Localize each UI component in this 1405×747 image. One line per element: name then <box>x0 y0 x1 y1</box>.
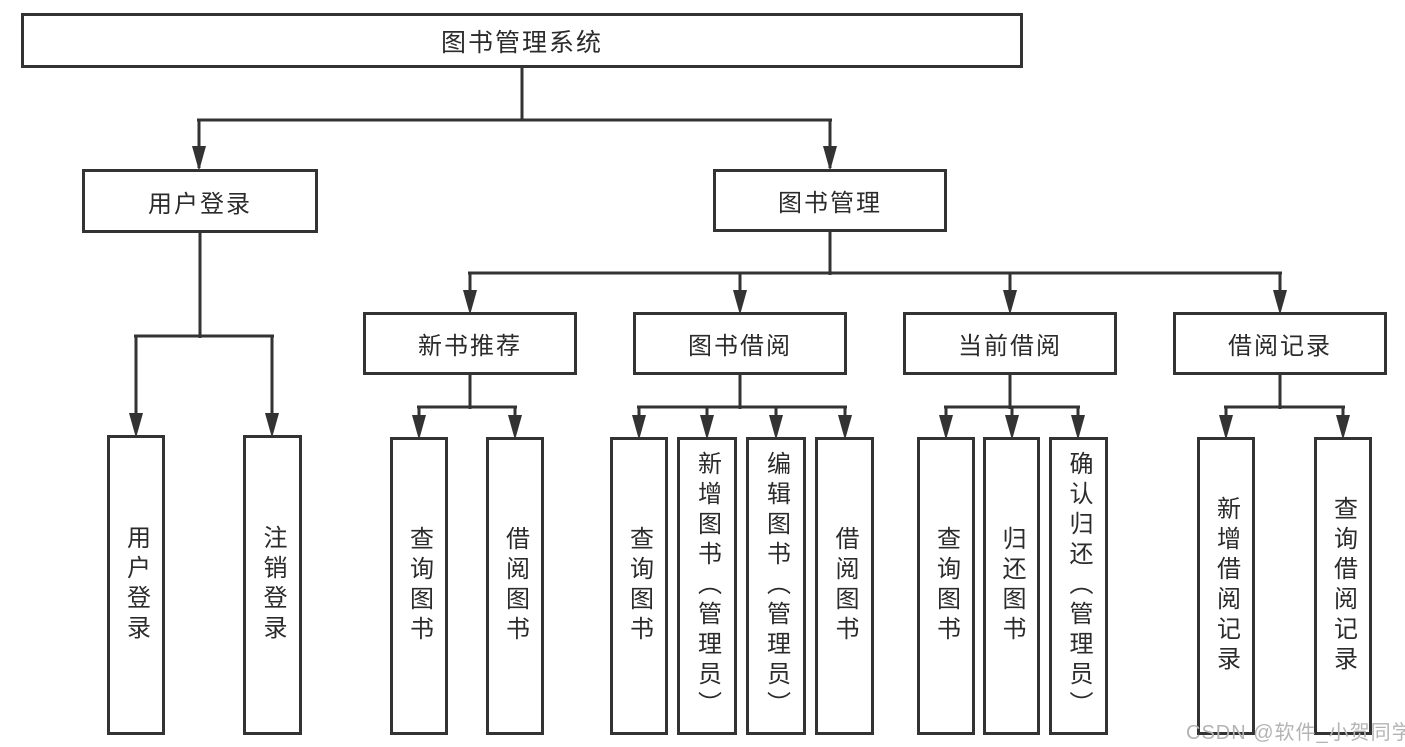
watermark: CSDN @软件_小贺同学 <box>1186 722 1405 744</box>
node-label: 图书管理 <box>778 190 882 217</box>
node-label: 查询图书 <box>625 526 653 646</box>
leaf-borrow-books: 借阅图书 <box>815 437 874 735</box>
group-user-login: 用户登录 <box>82 169 318 233</box>
node-label: 查询图书 <box>405 526 433 646</box>
leaf-current-query-books: 查询图书 <box>917 437 975 735</box>
leaf-return-books: 归还图书 <box>983 437 1040 735</box>
leaf-recommend-borrow-books: 借阅图书 <box>486 437 544 735</box>
node-label: 确认归还（管理员） <box>1065 451 1092 721</box>
leaf-add-books-admin: 新增图书（管理员） <box>677 437 737 735</box>
node-label: 借阅图书 <box>831 526 858 646</box>
group-borrow-records: 借阅记录 <box>1173 312 1387 375</box>
node-label: 图书借阅 <box>688 333 792 360</box>
node-label: 查询图书 <box>932 526 960 646</box>
node-label: 借阅图书 <box>501 526 529 646</box>
leaf-recommend-query-books: 查询图书 <box>390 437 448 735</box>
node-label: 编辑图书（管理员） <box>762 451 790 721</box>
leaf-edit-books-admin: 编辑图书（管理员） <box>746 437 806 735</box>
group-new-book-recommend: 新书推荐 <box>363 312 577 375</box>
node-label: 用户登录 <box>122 525 150 645</box>
leaf-add-borrow-record: 新增借阅记录 <box>1197 437 1255 735</box>
leaf-confirm-return-admin: 确认归还（管理员） <box>1049 437 1108 735</box>
node-label: 新增图书（管理员） <box>693 451 721 721</box>
node-library-management-system: 图书管理系统 <box>21 13 1023 68</box>
node-label: 查询借阅记录 <box>1329 496 1357 676</box>
leaf-user-login: 用户登录 <box>107 435 165 735</box>
node-label: 注销登录 <box>259 525 286 645</box>
node-label: 归还图书 <box>998 526 1025 646</box>
group-book-management: 图书管理 <box>713 169 947 232</box>
leaf-query-borrow-record: 查询借阅记录 <box>1314 437 1372 735</box>
leaf-logout: 注销登录 <box>243 435 302 735</box>
group-book-borrow: 图书借阅 <box>633 312 847 375</box>
node-label: 新增借阅记录 <box>1212 496 1240 676</box>
node-label: 用户登录 <box>148 190 252 218</box>
node-label: 新书推荐 <box>418 333 522 360</box>
node-label: 借阅记录 <box>1228 333 1332 360</box>
node-label: 图书管理系统 <box>440 28 603 57</box>
node-label: 当前借阅 <box>958 333 1062 360</box>
group-current-borrow: 当前借阅 <box>903 312 1117 375</box>
leaf-borrow-query-books: 查询图书 <box>610 437 668 735</box>
